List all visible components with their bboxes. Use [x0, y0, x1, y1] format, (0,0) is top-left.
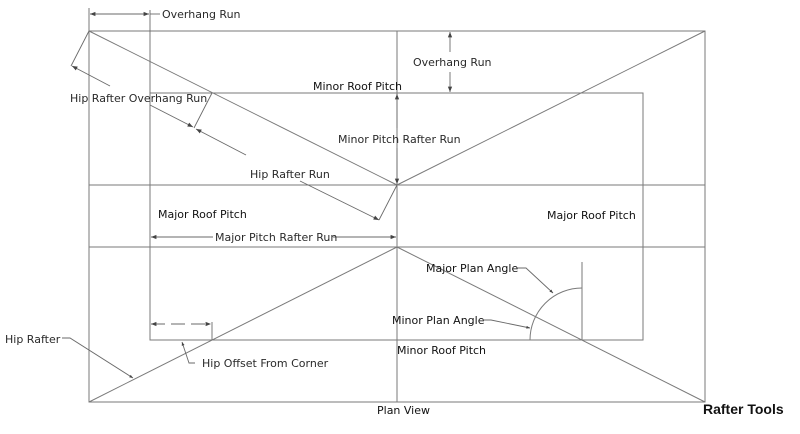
hip-run-extension	[378, 184, 398, 221]
hip-rafter-label: Hip Rafter	[5, 333, 61, 346]
major-roof-pitch-right-label: Major Roof Pitch	[547, 209, 636, 222]
plan-angle-arc	[529, 287, 583, 341]
major-plan-angle-leader	[517, 267, 554, 294]
hip-rafter-top-right	[396, 30, 706, 186]
plan-view-title: Plan View	[377, 404, 430, 417]
hip-rafter-leader	[62, 337, 134, 379]
hip-rafter-overhang-run-label: Hip Rafter Overhang Run	[70, 92, 207, 105]
hip-overhang-dim-left	[71, 65, 111, 87]
brand-label: Rafter Tools	[703, 401, 784, 417]
hip-run-dim-right	[299, 180, 380, 221]
overhang-run-side-label: Overhang Run	[413, 56, 492, 69]
minor-plan-angle-leader	[483, 319, 531, 329]
hip-overhang-extension-outer	[70, 30, 90, 67]
minor-pitch-rafter-run-label: Minor Pitch Rafter Run	[338, 133, 461, 146]
major-pitch-rafter-run-label: Major Pitch Rafter Run	[215, 231, 337, 244]
minor-plan-angle-label: Minor Plan Angle	[392, 314, 485, 327]
hip-rafter-top-left	[88, 30, 398, 186]
hip-overhang-dim-right	[149, 104, 194, 128]
major-roof-pitch-left-label: Major Roof Pitch	[158, 208, 247, 221]
hip-rafter-run-label: Hip Rafter Run	[250, 168, 330, 181]
overhang-run-top-label: Overhang Run	[162, 8, 241, 21]
minor-roof-pitch-top-label: Minor Roof Pitch	[313, 80, 402, 93]
hip-offset-leader	[181, 341, 195, 364]
minor-roof-pitch-bottom-label: Minor Roof Pitch	[397, 344, 486, 357]
hip-run-dim-left	[195, 128, 247, 156]
major-plan-angle-label: Major Plan Angle	[426, 262, 518, 275]
hip-rafter-bottom-left	[88, 246, 398, 403]
hip-rafter-bottom-right	[396, 246, 706, 403]
hip-offset-from-corner-label: Hip Offset From Corner	[202, 357, 329, 370]
hip-overhang-extension-inner	[193, 92, 213, 129]
